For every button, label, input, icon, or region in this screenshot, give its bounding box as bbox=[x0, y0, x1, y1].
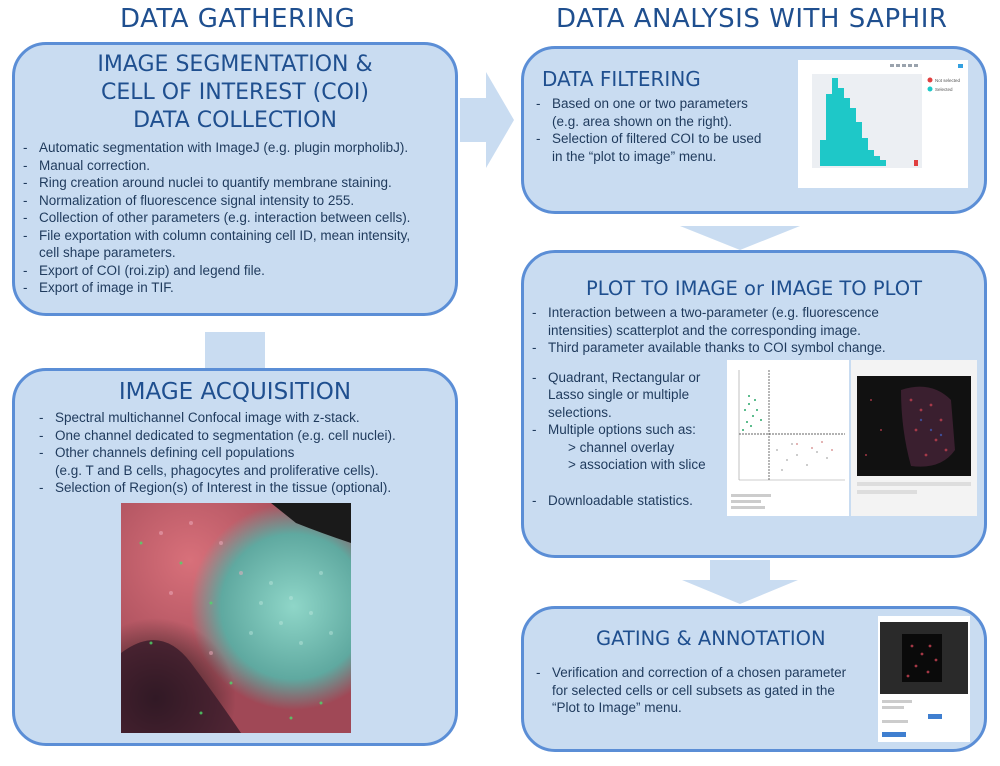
segmentation-bullets: Automatic segmentation with ImageJ (e.g.… bbox=[21, 139, 455, 297]
segmentation-title-line: IMAGE SEGMENTATION & bbox=[97, 52, 373, 77]
image-viewer-screenshot bbox=[851, 360, 977, 516]
bullet-continuation: intensities) scatterplot and the corresp… bbox=[548, 322, 861, 338]
bullet: Based on one or two parameters (e.g. are… bbox=[534, 95, 984, 130]
bullet-text: Quadrant, Rectangular or bbox=[548, 369, 701, 385]
segmentation-panel: IMAGE SEGMENTATION & CELL OF INTEREST (C… bbox=[12, 42, 458, 316]
arrow-up bbox=[205, 332, 265, 370]
bullet-text: Selection of filtered COI to be used bbox=[552, 131, 762, 146]
bullet-continuation: cell shape parameters. bbox=[39, 245, 176, 260]
acquisition-bullets: Spectral multichannel Confocal image wit… bbox=[37, 409, 455, 497]
segmentation-title: IMAGE SEGMENTATION & CELL OF INTEREST (C… bbox=[15, 51, 455, 135]
bullet: Manual correction. bbox=[21, 157, 455, 175]
bullet-text: Verification and correction of a chosen … bbox=[552, 665, 847, 680]
bullet-option: > association with slice bbox=[568, 457, 706, 472]
bullet: Normalization of fluorescence signal int… bbox=[21, 192, 455, 210]
confocal-image bbox=[121, 503, 351, 733]
confocal-dots bbox=[249, 571, 333, 645]
plot-image-bullets-top: Interaction between a two-parameter (e.g… bbox=[530, 304, 984, 357]
bullet: Third parameter available thanks to COI … bbox=[530, 339, 984, 357]
bullet: Ring creation around nuclei to quantify … bbox=[21, 174, 455, 192]
bullet-continuation: “Plot to Image” menu. bbox=[552, 700, 682, 715]
plot-image-bullets-bottom: Quadrant, Rectangular or Lasso single or… bbox=[530, 369, 730, 510]
bullet-text: Based on one or two parameters bbox=[552, 96, 748, 111]
filtering-bullets: Based on one or two parameters (e.g. are… bbox=[534, 95, 984, 165]
legend-selected: Selected bbox=[935, 87, 953, 92]
bullet-text: Multiple options such as: bbox=[548, 422, 696, 437]
acquisition-panel: IMAGE ACQUISITION Spectral multichannel … bbox=[12, 368, 458, 746]
heading-data-gathering: DATA GATHERING bbox=[120, 4, 356, 34]
bullet-text: File exportation with column containing … bbox=[39, 227, 411, 243]
histogram-screenshot: Not selected Selected bbox=[798, 60, 968, 188]
bullet-option: > channel overlay bbox=[568, 439, 675, 455]
arrow-down-2 bbox=[682, 560, 798, 604]
gating-bullets: Verification and correction of a chosen … bbox=[534, 664, 984, 717]
bullet: One channel dedicated to segmentation (e… bbox=[37, 427, 455, 445]
heading-data-analysis: DATA ANALYSIS WITH SAPHIR bbox=[556, 4, 948, 34]
bullet: Other channels defining cell populations… bbox=[37, 444, 455, 479]
bullet: File exportation with column containing … bbox=[21, 227, 455, 262]
arrow-right bbox=[460, 72, 514, 168]
scatter-points-grey bbox=[776, 443, 828, 471]
bullet: Downloadable statistics. bbox=[530, 492, 730, 510]
scatter-points-green bbox=[742, 395, 762, 431]
bullet: Export of image in TIF. bbox=[21, 279, 455, 297]
bullet: Interaction between a two-parameter (e.g… bbox=[530, 304, 984, 339]
bullet-continuation: in the “plot to image” menu. bbox=[552, 148, 717, 164]
bullet-continuation: Lasso single or multiple bbox=[548, 387, 690, 402]
scatter-points-red bbox=[796, 441, 833, 451]
legend-not-selected: Not selected bbox=[935, 78, 961, 83]
gating-screenshot bbox=[878, 616, 970, 742]
arrow-down-1 bbox=[680, 226, 800, 250]
bullet: Selection of filtered COI to be used in … bbox=[534, 130, 984, 165]
bullet-continuation: selections. bbox=[548, 404, 612, 420]
bullet: Collection of other parameters (e.g. int… bbox=[21, 209, 455, 227]
bullet-continuation: for selected cells or cell subsets as ga… bbox=[552, 682, 835, 698]
segmentation-title-line: DATA COLLECTION bbox=[133, 108, 337, 133]
bullet: Export of COI (roi.zip) and legend file. bbox=[21, 262, 455, 280]
segmentation-title-line: CELL OF INTEREST (COI) bbox=[101, 80, 369, 105]
gating-title: GATING & ANNOTATION bbox=[596, 627, 826, 650]
bullet: Verification and correction of a chosen … bbox=[534, 664, 984, 717]
scatterplot-screenshot bbox=[727, 360, 849, 516]
bullet: Quadrant, Rectangular or Lasso single or… bbox=[530, 369, 730, 422]
bullet-text: Interaction between a two-parameter (e.g… bbox=[548, 305, 879, 320]
legend-marker-not-selected bbox=[927, 77, 933, 83]
legend-marker-selected bbox=[927, 86, 933, 92]
bullet: Selection of Region(s) of Interest in th… bbox=[37, 479, 455, 497]
histogram-bars bbox=[820, 78, 886, 166]
bullet: Spectral multichannel Confocal image wit… bbox=[37, 409, 455, 427]
filtering-title: DATA FILTERING bbox=[542, 67, 701, 91]
bullet: Multiple options such as: > channel over… bbox=[530, 421, 730, 474]
acquisition-title: IMAGE ACQUISITION bbox=[118, 379, 352, 405]
plot-image-title: PLOT TO IMAGE or IMAGE TO PLOT bbox=[585, 277, 923, 300]
histogram-bar-excluded bbox=[914, 160, 918, 166]
bullet-text: Other channels defining cell populations bbox=[55, 445, 295, 460]
bullet: Automatic segmentation with ImageJ (e.g.… bbox=[21, 139, 455, 157]
bullet-continuation: (e.g. area shown on the right). bbox=[552, 113, 733, 129]
bullet-continuation: (e.g. T and B cells, phagocytes and prol… bbox=[55, 462, 379, 478]
